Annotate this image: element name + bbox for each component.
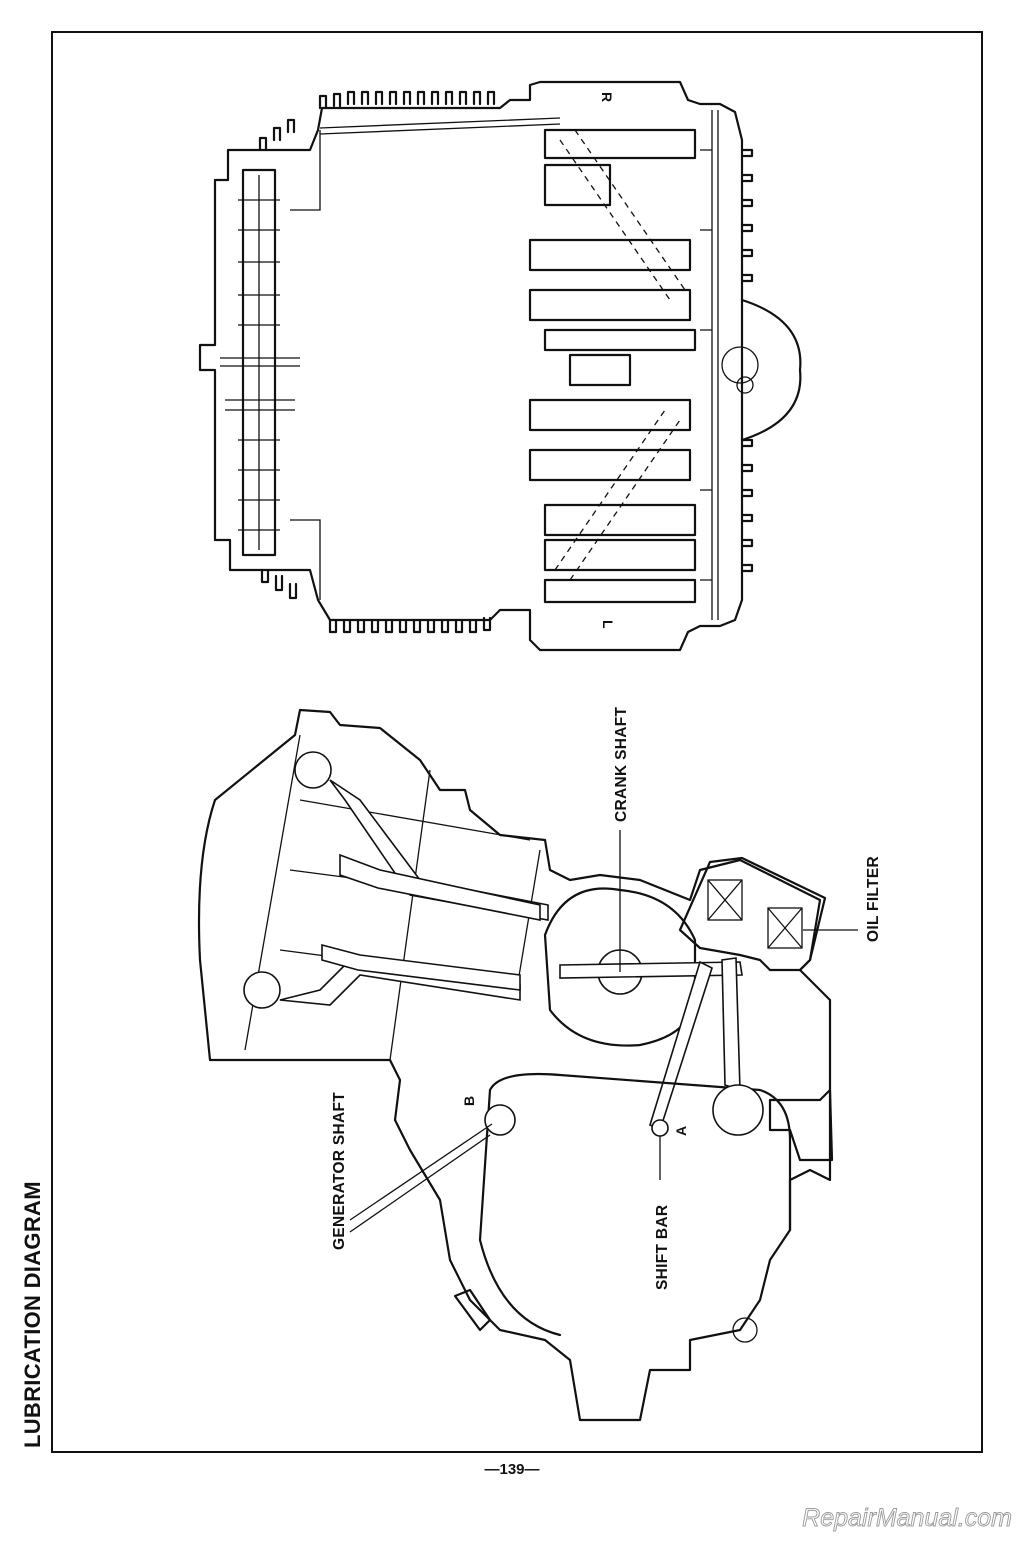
left-side-label: L — [600, 620, 616, 629]
page-border — [51, 31, 983, 1453]
crankshaft-top — [528, 128, 697, 604]
starter-lug — [453, 1288, 492, 1332]
lower-oil-line — [290, 519, 321, 600]
camshaft-gear — [220, 357, 300, 411]
oil-pump-port — [736, 376, 754, 394]
oil-filter-element-a — [707, 879, 743, 921]
lower-piston-rod — [321, 943, 521, 991]
leader-lines — [349, 830, 858, 1233]
oil-filter-element-b — [767, 907, 803, 949]
point-a-label: A — [673, 1126, 689, 1136]
oil-filter-crossmarks — [707, 879, 803, 949]
generator-shaft-leader-b — [349, 1134, 491, 1233]
oil-filter-housing — [678, 856, 827, 972]
side-view-engine: B A — [197, 708, 834, 1422]
crankcase-fins-right — [740, 148, 754, 573]
generator-shaft-leader-a — [349, 1123, 493, 1221]
cylinder-walls — [244, 734, 541, 1061]
gearbox-case — [478, 1072, 792, 1337]
point-b-label: B — [461, 1096, 477, 1106]
page-title: LUBRICATION DIAGRAM — [20, 1181, 45, 1448]
upper-valve-rocker — [294, 751, 332, 789]
generator-shaft-end — [484, 1104, 516, 1136]
upper-piston-rod — [339, 853, 541, 921]
lower-valve-rocker — [243, 971, 281, 1009]
pump-return-line — [721, 957, 741, 1092]
oil-pump — [712, 1084, 764, 1136]
cooling-fins-bottom — [260, 568, 492, 634]
upper-oil-line — [290, 117, 561, 211]
camshaft — [241, 168, 277, 557]
oil-strainer — [768, 1088, 834, 1162]
crankcase-outline — [198, 80, 744, 652]
drain-plug — [732, 1317, 758, 1343]
oil-pump-housing — [740, 298, 802, 442]
crank-shaft-label: CRANK SHAFT — [613, 707, 630, 822]
shift-bar-end — [651, 1119, 669, 1137]
oil-pump-rotor — [721, 346, 759, 384]
shift-bar-label: SHIFT BAR — [654, 1205, 671, 1290]
cooling-fins-top — [258, 90, 496, 152]
main-oil-gallery — [700, 110, 719, 620]
oil-filter-label: OIL FILTER — [865, 856, 882, 942]
lower-oil-passage — [279, 959, 521, 1006]
top-view-engine: R L — [198, 80, 802, 652]
page-number: —139— — [484, 1461, 539, 1478]
main-oil-line — [559, 961, 743, 979]
right-side-label: R — [599, 92, 615, 102]
watermark: RepairManual.com — [802, 1504, 1012, 1532]
filter-feed-line — [649, 960, 713, 1132]
generator-shaft-label: GENERATOR SHAFT — [331, 1092, 348, 1250]
cylinder-block-outline — [197, 708, 832, 1422]
